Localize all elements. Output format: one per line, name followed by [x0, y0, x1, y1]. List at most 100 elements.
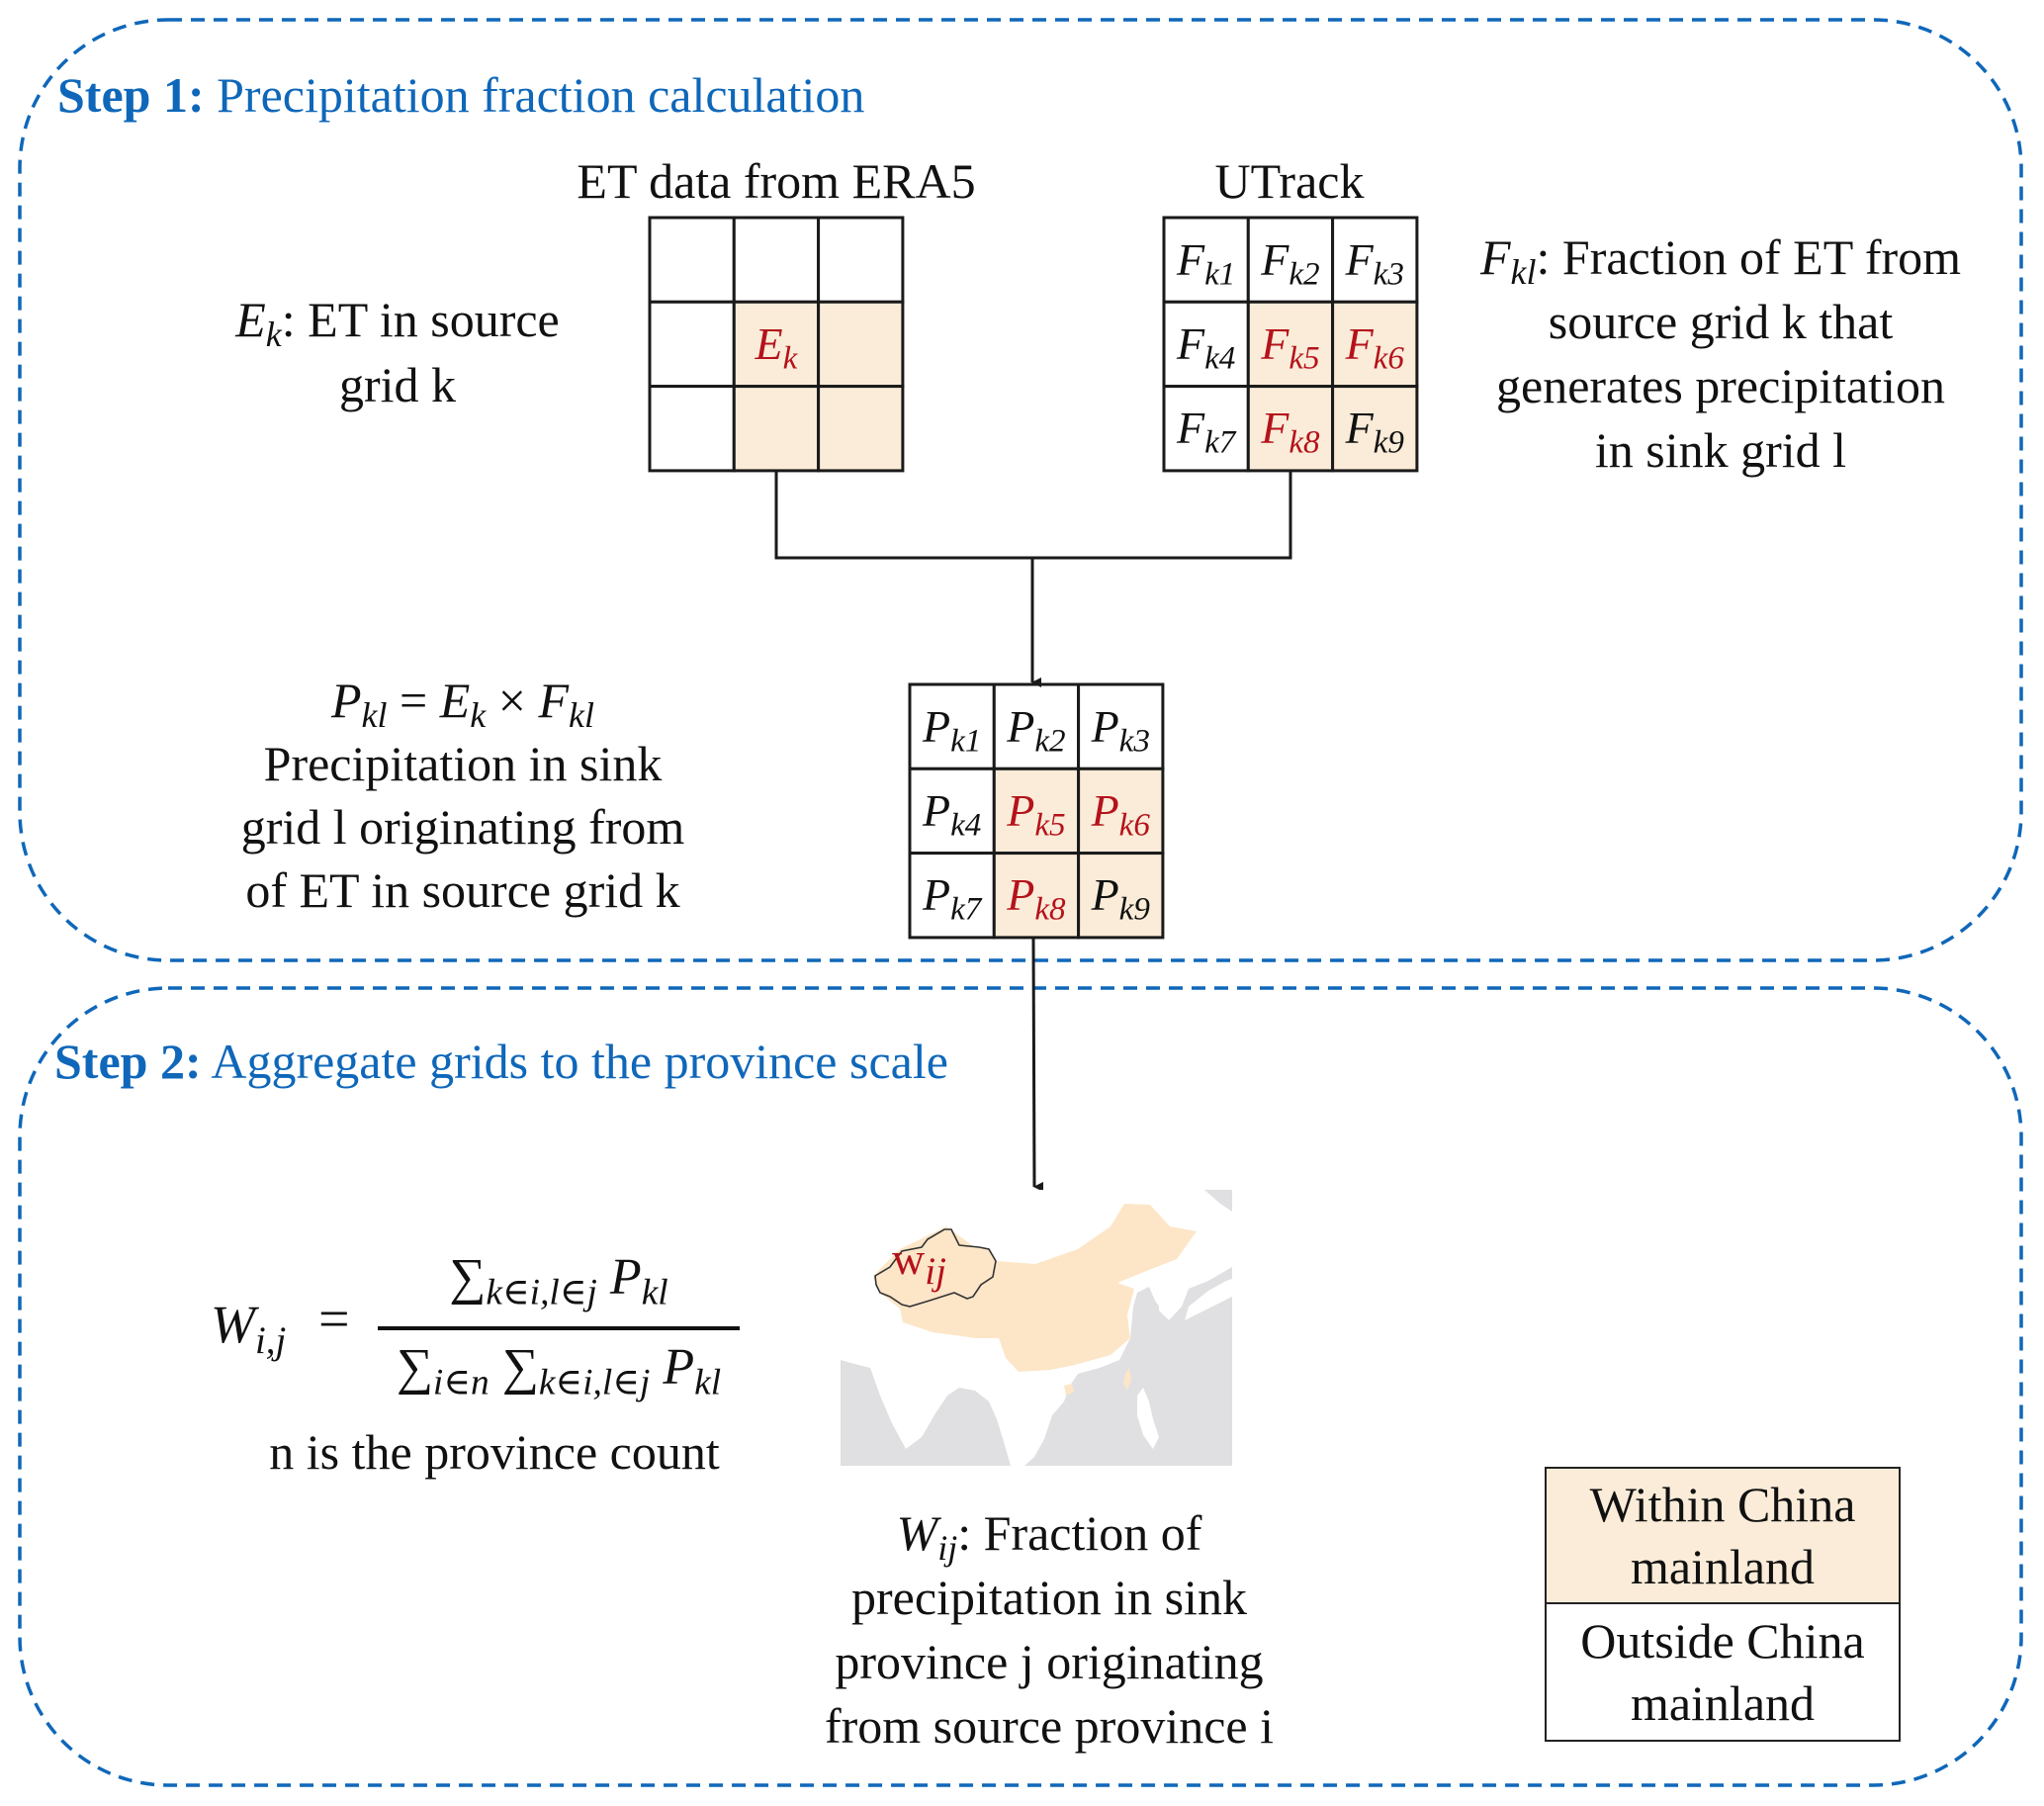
precip-grid-cell-symbol: P — [1091, 784, 1119, 836]
formula-p-sub: kl — [361, 695, 388, 736]
precip-grid-cell-sub: k7 — [950, 890, 982, 928]
et-description-line2: grid k — [338, 357, 457, 412]
precip-grid-cell-sub: k4 — [950, 806, 982, 844]
utrack-grid-cell-sub: k9 — [1373, 423, 1404, 461]
utrack-grid-cell-label: Fk2 — [1261, 233, 1319, 290]
precip-grid-cell-symbol: P — [1007, 869, 1035, 921]
utrack-grid-cell-symbol: F — [1345, 403, 1374, 454]
legend-within-line1: Within China — [1589, 1477, 1856, 1532]
precip-grid-cell — [1077, 682, 1165, 770]
utrack-grid-cell-sub: k5 — [1289, 339, 1320, 377]
step1-title-text: Precipitation fraction calculation — [217, 67, 865, 123]
den-term-sub: kl — [694, 1362, 722, 1403]
den-term: P — [663, 1339, 695, 1396]
china-map — [841, 1190, 1232, 1466]
step1-panel — [18, 18, 2023, 962]
map-philippines — [1137, 1388, 1159, 1449]
step1-label: Step 1: — [57, 67, 205, 123]
utrack-grid-cell — [1162, 385, 1250, 473]
utrack-grid-cell-label: Fk6 — [1346, 320, 1404, 374]
utrack-grid-cell-sub: k4 — [1204, 339, 1236, 377]
precip-grid-cell-sub: k5 — [1034, 806, 1066, 844]
utrack-grid-cell-sub: k8 — [1289, 423, 1320, 461]
province-count-note: n is the province count — [269, 1424, 720, 1480]
utrack-grid-cell-sub: k7 — [1204, 423, 1236, 461]
legend: Within China mainland Outside China main… — [1545, 1467, 1901, 1742]
formula-times: × — [486, 673, 539, 728]
precip-formula: Pkl = Ek × Fkl — [241, 669, 685, 736]
et-grid-cell — [648, 300, 736, 389]
precip-grid-cell — [992, 767, 1081, 856]
precip-grid-cell-label: Pk3 — [1092, 703, 1150, 757]
num-term: P — [609, 1249, 642, 1306]
et-symbol: E — [235, 292, 266, 347]
den-sum2-sub: k∈i,l∈j — [538, 1362, 651, 1403]
w-description-line3: province j originating — [835, 1634, 1264, 1689]
precip-description: Pkl = Ek × Fkl Precipitation in sink gri… — [241, 669, 685, 922]
connector — [774, 471, 1292, 1192]
et-grid-heading: ET data from ERA5 — [577, 153, 976, 209]
utrack-grid-cell-symbol: F — [1176, 233, 1205, 285]
precip-grid-cell — [908, 767, 996, 856]
formula-eq: = — [387, 673, 440, 728]
precip-grid-cell-label: Pk9 — [1091, 869, 1150, 926]
step2-title: Step 2: Aggregate grids to the province … — [54, 1037, 948, 1086]
utrack-grid-cell-label: Fk1 — [1176, 233, 1235, 290]
utrack-grid-cell-label: Fk5 — [1261, 320, 1319, 374]
fraction-bar — [378, 1326, 740, 1330]
precip-grid — [908, 682, 1165, 940]
w-formula-denominator: ∑i∈n ∑k∈i,l∈j Pkl — [396, 1339, 721, 1401]
utrack-grid-cell-sub: k1 — [1204, 254, 1236, 292]
w-description: Wij: Fraction of precipitation in sink p… — [825, 1501, 1274, 1759]
et-symbol-sub: k — [265, 315, 282, 355]
precip-grid-cell — [1077, 767, 1165, 856]
map-xinjiang-highlight — [874, 1228, 997, 1308]
w-description-line1: Wij: Fraction of — [825, 1501, 1274, 1566]
precip-grid-cell-symbol: P — [922, 869, 951, 921]
map-japan — [1185, 1279, 1232, 1320]
utrack-grid-cell-sub: k6 — [1373, 339, 1404, 377]
et-grid-cell — [817, 385, 905, 473]
precip-grid-cell-label: Pk4 — [922, 784, 981, 841]
et-grid-cell — [648, 385, 736, 473]
precip-description-line3: of ET in source grid k — [245, 862, 680, 918]
sum-icon: ∑ — [396, 1339, 433, 1396]
num-term-sub: kl — [641, 1272, 668, 1313]
formula-f: F — [538, 673, 570, 728]
sum-icon: ∑ — [449, 1249, 487, 1306]
precip-grid-cell-sub: k2 — [1034, 721, 1066, 759]
precip-description-line2: grid l originating from — [240, 799, 685, 855]
w-formula-numerator: ∑k∈i,l∈j Pkl — [449, 1249, 667, 1311]
utrack-description-line2: source grid k that — [1548, 294, 1894, 349]
w-symbol-sub: i,j — [254, 1318, 287, 1362]
precip-description-line1: Precipitation in sink — [263, 736, 663, 791]
map-taiwan — [1123, 1368, 1131, 1390]
utrack-grid-cell-symbol: F — [1261, 233, 1289, 285]
precip-grid-cell-sub: k3 — [1118, 721, 1150, 759]
precip-grid-cell-symbol: P — [922, 784, 951, 836]
f-symbol-sub: kl — [1510, 252, 1537, 293]
et-grid-cell-label: Ek — [755, 317, 798, 374]
utrack-grid-cell — [1331, 300, 1419, 389]
precip-grid-cell-sub: k1 — [950, 721, 982, 759]
utrack-grid-cell-symbol: F — [1176, 403, 1205, 454]
legend-within-china: Within China mainland — [1547, 1469, 1899, 1604]
precip-grid-cell-symbol: P — [1091, 869, 1119, 921]
w-description-text: : Fraction of — [957, 1505, 1202, 1561]
precip-grid-cell — [1077, 852, 1165, 940]
legend-outside-china: Outside China mainland — [1547, 1604, 1899, 1740]
precip-grid-cell-label: Pk7 — [922, 869, 981, 926]
et-description-text: : ET in source — [281, 292, 560, 347]
utrack-grid-cell-label: Fk4 — [1177, 320, 1235, 374]
step2-label: Step 2: — [54, 1034, 202, 1089]
utrack-description-text: : Fraction of ET from — [1536, 229, 1962, 285]
et-grid-cell — [732, 385, 821, 473]
map-label: wij — [892, 1236, 946, 1291]
precip-grid-cell-label: Pk6 — [1091, 784, 1150, 841]
et-grid-cell-symbol: E — [755, 317, 783, 369]
w-desc-symbol: W — [896, 1505, 938, 1561]
utrack-description-line4: in sink grid l — [1594, 422, 1847, 478]
arrow-to-map — [1031, 937, 1044, 1192]
precip-grid-cell-symbol: P — [1007, 784, 1035, 836]
